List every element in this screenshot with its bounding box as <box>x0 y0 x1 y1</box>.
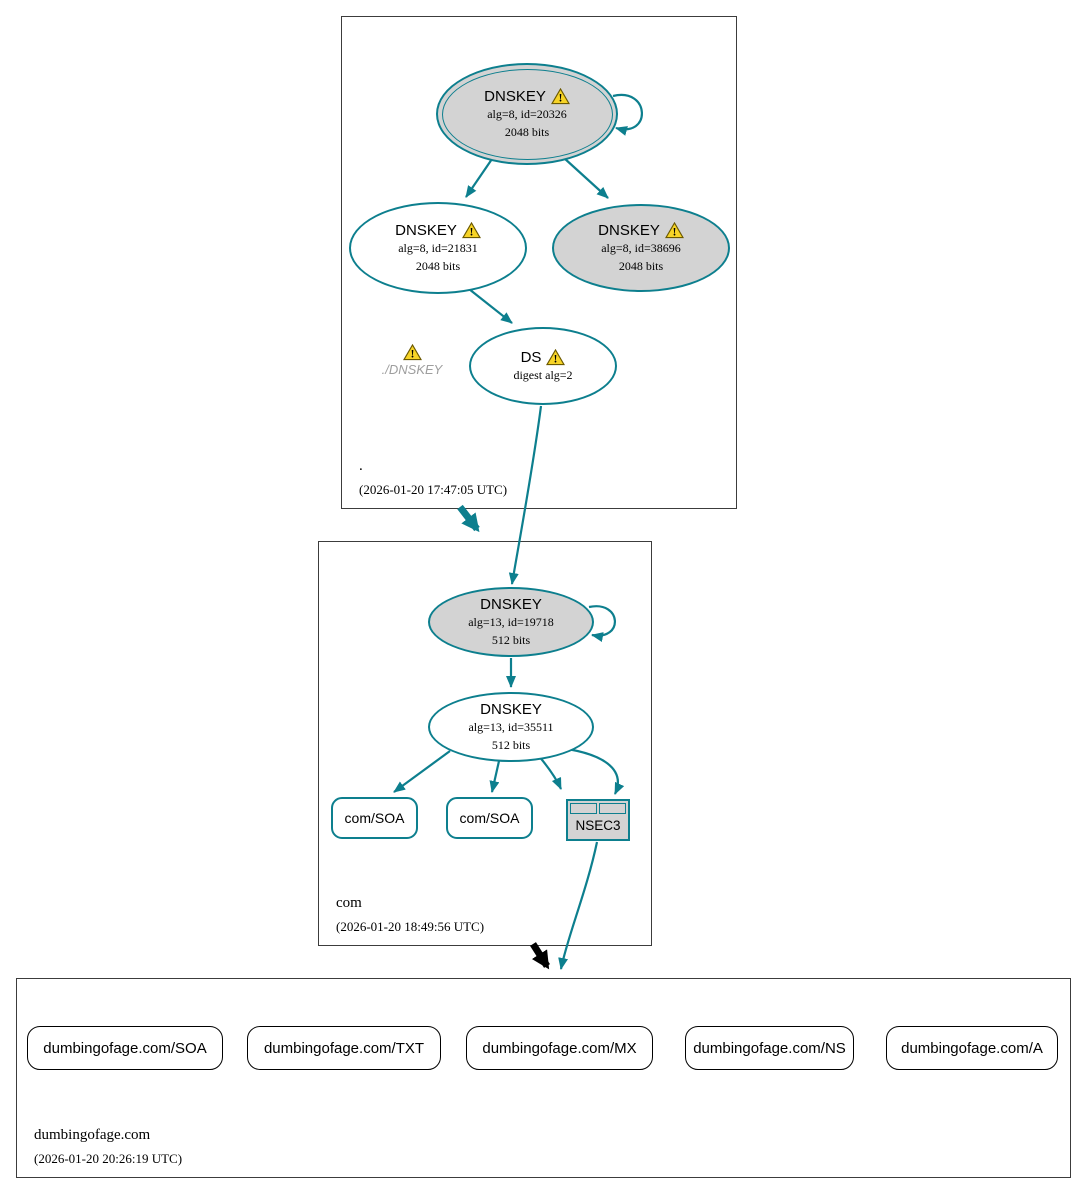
node-alg-id: alg=8, id=20326 <box>487 107 567 122</box>
rrset-label: com/SOA <box>344 810 405 826</box>
rrset-label: com/SOA <box>459 810 520 826</box>
nsec3-cell <box>570 803 597 814</box>
dnskey-node-21831: DNSKEY ! alg=8, id=21831 2048 bits <box>349 202 527 294</box>
node-bits: 2048 bits <box>504 124 550 139</box>
node-title: DNSKEY <box>395 222 457 240</box>
zone-timestamp-root: (2026-01-20 17:47:05 UTC) <box>359 482 508 497</box>
rrset-root-dnskey-warning: ! ./DNSKEY <box>372 344 452 377</box>
warning-icon: ! <box>402 344 422 361</box>
rrset-dumbingofage-ns: dumbingofage.com/NS <box>685 1026 854 1070</box>
svg-text:!: ! <box>558 93 562 105</box>
rrset-dumbingofage-mx: dumbingofage.com/MX <box>466 1026 653 1070</box>
rrset-dumbingofage-a: dumbingofage.com/A <box>886 1026 1058 1070</box>
zone-timestamp-com: (2026-01-20 18:49:56 UTC) <box>336 919 485 934</box>
rrset-label: dumbingofage.com/MX <box>482 1039 637 1057</box>
node-title: DNSKEY <box>484 88 546 106</box>
delegation-arrow-root-to-com <box>457 504 480 533</box>
node-title-row: DNSKEY ! <box>484 88 570 105</box>
node-bits: 2048 bits <box>415 258 461 273</box>
nsec3-node: NSEC3 <box>566 799 630 841</box>
zone-timestamp-dumbingofage: (2026-01-20 20:26:19 UTC) <box>34 1151 183 1166</box>
node-bits: 512 bits <box>491 737 531 752</box>
node-alg-id: alg=8, id=38696 <box>601 241 681 256</box>
node-alg-id: alg=13, id=35511 <box>468 720 554 735</box>
svg-text:!: ! <box>469 227 473 239</box>
rrset-dumbingofage-soa: dumbingofage.com/SOA <box>27 1026 223 1070</box>
dnskey-node-19718: DNSKEY alg=13, id=19718 512 bits <box>428 587 594 657</box>
delegation-arrow-com-to-dumbingofage <box>530 942 550 970</box>
nsec3-cells <box>570 803 626 814</box>
svg-text:!: ! <box>410 349 414 361</box>
node-title-row: DNSKEY <box>480 701 542 718</box>
rrset-label: dumbingofage.com/A <box>901 1039 1043 1057</box>
zone-name-root: . <box>359 458 363 474</box>
zone-name-com: com <box>336 895 362 911</box>
svg-text:!: ! <box>554 354 558 366</box>
warning-icon: ! <box>461 222 481 239</box>
broken-rrset-label: ./DNSKEY <box>381 362 443 377</box>
node-title: DS <box>520 348 542 366</box>
warning-icon: ! <box>546 348 566 366</box>
rrset-dumbingofage-txt: dumbingofage.com/TXT <box>247 1026 441 1070</box>
dnskey-node-20326: DNSKEY ! alg=8, id=20326 2048 bits <box>436 63 618 165</box>
svg-text:!: ! <box>672 227 676 239</box>
rrset-label: dumbingofage.com/TXT <box>263 1039 425 1057</box>
zone-name-dumbingofage: dumbingofage.com <box>34 1127 151 1143</box>
nsec3-cell <box>599 803 626 814</box>
warning-icon: ! <box>550 88 570 105</box>
node-alg-id: alg=13, id=19718 <box>468 615 554 630</box>
zone-box-dumbingofage: dumbingofage.com (2026-01-20 20:26:19 UT… <box>16 978 1071 1178</box>
node-title-row: DNSKEY <box>480 596 542 613</box>
nsec3-label: NSEC3 <box>575 818 621 833</box>
node-title-row: DNSKEY ! <box>598 222 684 239</box>
dnskey-node-38696: DNSKEY ! alg=8, id=38696 2048 bits <box>552 204 730 292</box>
rrset-label: dumbingofage.com/SOA <box>43 1039 207 1057</box>
dnskey-node-35511: DNSKEY alg=13, id=35511 512 bits <box>428 692 594 762</box>
node-title: DNSKEY <box>480 596 542 614</box>
node-alg-id: alg=8, id=21831 <box>398 241 478 256</box>
node-digest: digest alg=2 <box>513 367 573 382</box>
warning-icon: ! <box>664 222 684 239</box>
node-title: DNSKEY <box>480 701 542 719</box>
node-bits: 512 bits <box>491 632 531 647</box>
node-title-row: DNSKEY ! <box>395 222 481 239</box>
rrset-com-soa-1: com/SOA <box>331 797 418 839</box>
rrset-com-soa-2: com/SOA <box>446 797 533 839</box>
ds-node: DS ! digest alg=2 <box>469 327 617 405</box>
node-bits: 2048 bits <box>618 258 664 273</box>
node-title-row: DS ! <box>520 348 566 366</box>
node-title: DNSKEY <box>598 222 660 240</box>
rrset-label: dumbingofage.com/NS <box>693 1039 846 1057</box>
